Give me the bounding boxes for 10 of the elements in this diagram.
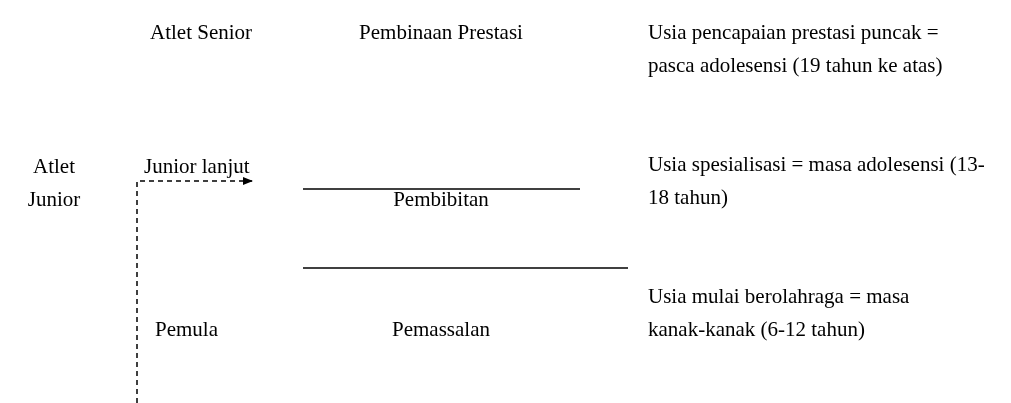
level-label: Atlet Junior: [27, 154, 81, 211]
stage-label: Pembibitan: [393, 187, 489, 211]
age-description: Usia mulai berolahraga = masa kanak-kanak (6-12 tahun): [648, 284, 910, 341]
age-description: Usia spesialisasi = masa adolesensi (13-18 tahun): [648, 152, 985, 209]
age-description: Usia pencapaian prestasi puncak = pasca adolesensi (19 tahun ke atas): [648, 20, 943, 77]
level-label: Junior lanjut: [144, 154, 250, 178]
level-label: Pemula: [155, 317, 218, 341]
stage-label: Pembinaan Prestasi: [359, 20, 523, 44]
level-label: Atlet Senior: [150, 20, 253, 44]
stage-label: Pemassalan: [392, 317, 490, 341]
